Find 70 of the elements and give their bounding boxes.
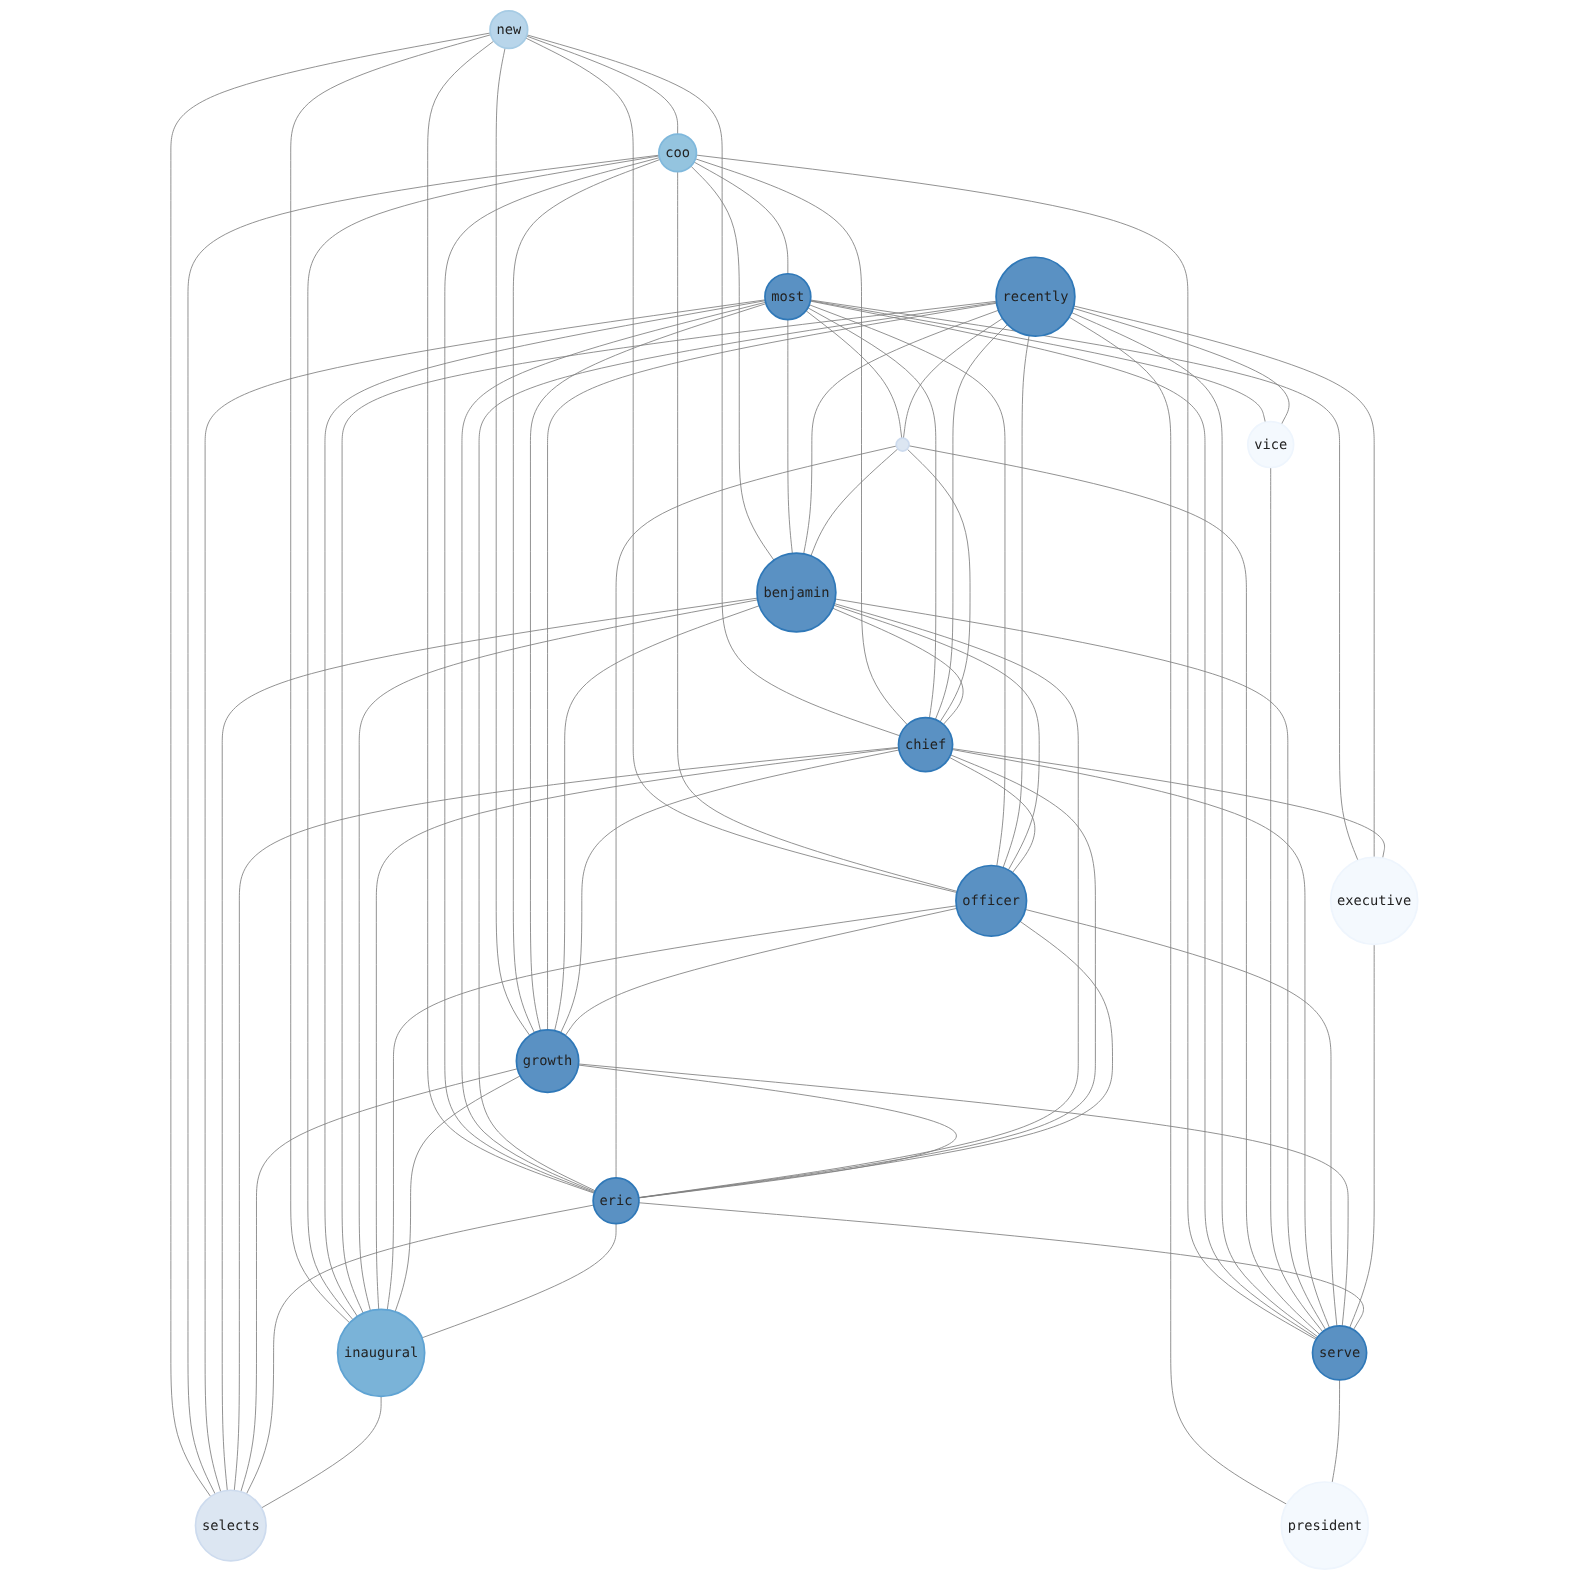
connector (693, 161, 788, 275)
connector (187, 154, 660, 1495)
connector (221, 597, 758, 1491)
connector (676, 171, 958, 892)
connector (638, 1202, 1364, 1331)
connector (512, 159, 661, 1034)
connector (802, 309, 999, 555)
connector (807, 307, 936, 719)
connector (324, 300, 766, 1317)
connector (260, 1396, 382, 1509)
connector (307, 155, 660, 1321)
connector (1270, 467, 1323, 1333)
connector (908, 445, 1320, 1335)
connector (421, 1223, 617, 1339)
connector (948, 756, 1036, 874)
connector (204, 299, 766, 1493)
connector (290, 34, 491, 1324)
connector (1068, 316, 1287, 1505)
connector (694, 158, 908, 726)
connector (690, 165, 775, 561)
connector (553, 605, 760, 1032)
connector (525, 37, 958, 893)
connector (808, 304, 1006, 867)
connector (1331, 1379, 1340, 1484)
connector (577, 1064, 957, 1199)
connector (245, 1204, 594, 1495)
connector (638, 603, 1079, 1199)
connector (461, 301, 766, 1193)
connector (394, 1075, 521, 1313)
connector (906, 448, 971, 723)
connector (695, 154, 1317, 1340)
connector (934, 324, 1008, 720)
connector (495, 47, 530, 1036)
connector (1070, 312, 1318, 1338)
connector (1072, 307, 1290, 425)
connector (444, 157, 660, 1194)
connector (478, 302, 997, 1192)
connector (233, 746, 899, 1491)
connector (787, 319, 793, 554)
connector (529, 303, 767, 1032)
connector (1024, 909, 1338, 1327)
connector (341, 300, 997, 1314)
connector (833, 604, 1040, 871)
connector (546, 302, 997, 1031)
connector (951, 749, 1330, 1329)
connector (358, 599, 758, 1312)
connector (805, 310, 902, 439)
connector (902, 318, 1003, 439)
connector (386, 905, 957, 1311)
connector (831, 607, 964, 725)
connector (526, 34, 901, 737)
connector (810, 448, 898, 557)
node-circle (895, 437, 910, 452)
connector (809, 299, 1359, 861)
connector (834, 598, 1326, 1331)
connector (240, 1068, 518, 1493)
connector (638, 754, 1096, 1199)
connector (1002, 335, 1030, 869)
connector (559, 749, 900, 1034)
connector (615, 445, 897, 1179)
connector (1348, 943, 1375, 1329)
connector (577, 1063, 1349, 1327)
connector (525, 35, 678, 135)
connector (427, 40, 595, 1194)
connector (564, 908, 957, 1036)
connector (170, 32, 491, 1497)
connector (809, 300, 1317, 1339)
connector (1073, 305, 1375, 858)
connector (951, 748, 1385, 859)
connector (375, 747, 899, 1310)
